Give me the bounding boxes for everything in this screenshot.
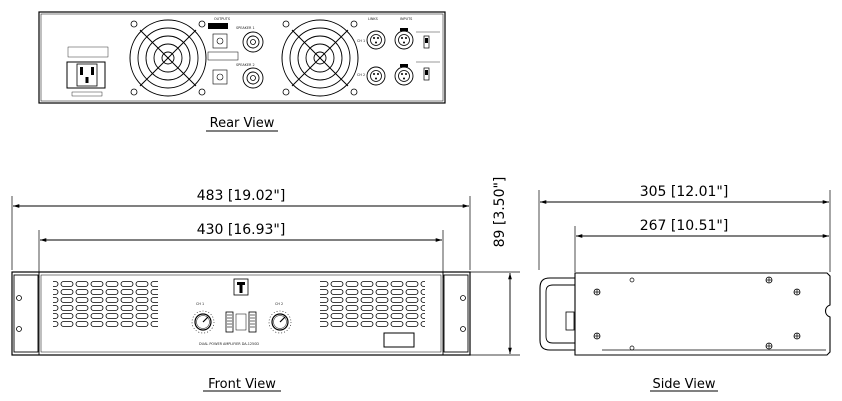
- rear-ch2-label: CH 2: [357, 73, 365, 77]
- height-dimension: 89 [3.50"]: [470, 177, 520, 356]
- volume-knob-ch2[interactable]: [268, 310, 292, 334]
- fan-right: [281, 19, 359, 97]
- rear-view-label: Rear View: [210, 116, 275, 131]
- depth-dimension: 305 [12.01"]: [538, 184, 831, 272]
- width-dimension: 483 [19.02"]: [11, 188, 471, 270]
- links-label: LINKS: [368, 17, 378, 21]
- model-label: DUAL POWER AMPLIFIER DA-1250D: [199, 342, 259, 346]
- signal-connectors: LINKS INPUTS CH 1 CH 2: [357, 17, 440, 86]
- side-view-label: Side View: [652, 377, 715, 392]
- rear-view-drawing: OUTPUTS SPEAKER 1 SPEAKER 2 LINKS INPUTS…: [38, 11, 446, 104]
- inner-width-dimension: 430 [16.93"]: [38, 222, 444, 278]
- speaker-outputs: OUTPUTS SPEAKER 1 SPEAKER 2: [207, 17, 264, 89]
- level-meters: [225, 311, 257, 333]
- height-label: 89 [3.50"]: [492, 177, 508, 248]
- front-view-drawing: CH 1 CH 2: [11, 271, 471, 356]
- side-view-drawing: [539, 272, 831, 356]
- fan-left: [129, 19, 207, 97]
- volume-knob-ch1[interactable]: [191, 310, 215, 334]
- speaker-2-label: SPEAKER 2: [236, 63, 255, 67]
- vent-grille-right: [320, 280, 425, 328]
- rear-ch1-label: CH 1: [357, 39, 365, 43]
- inner-depth-label: 267 [10.51"]: [640, 218, 729, 234]
- outputs-label: OUTPUTS: [214, 17, 230, 21]
- brand-logo: [233, 278, 249, 296]
- speaker-1-label: SPEAKER 1: [236, 26, 255, 30]
- inner-width-label: 430 [16.93"]: [197, 222, 286, 238]
- power-inlet: [66, 46, 109, 97]
- front-ch1-label: CH 1: [196, 302, 204, 306]
- front-ch2-label: CH 2: [275, 302, 283, 306]
- overall-width-label: 483 [19.02"]: [197, 188, 286, 204]
- inputs-label: INPUTS: [400, 17, 412, 21]
- overall-depth-label: 305 [12.01"]: [640, 184, 729, 200]
- power-switch[interactable]: [383, 332, 415, 348]
- vent-grille-left: [53, 280, 158, 328]
- inner-depth-dimension: 267 [10.51"]: [574, 218, 829, 272]
- front-view-label: Front View: [208, 377, 276, 392]
